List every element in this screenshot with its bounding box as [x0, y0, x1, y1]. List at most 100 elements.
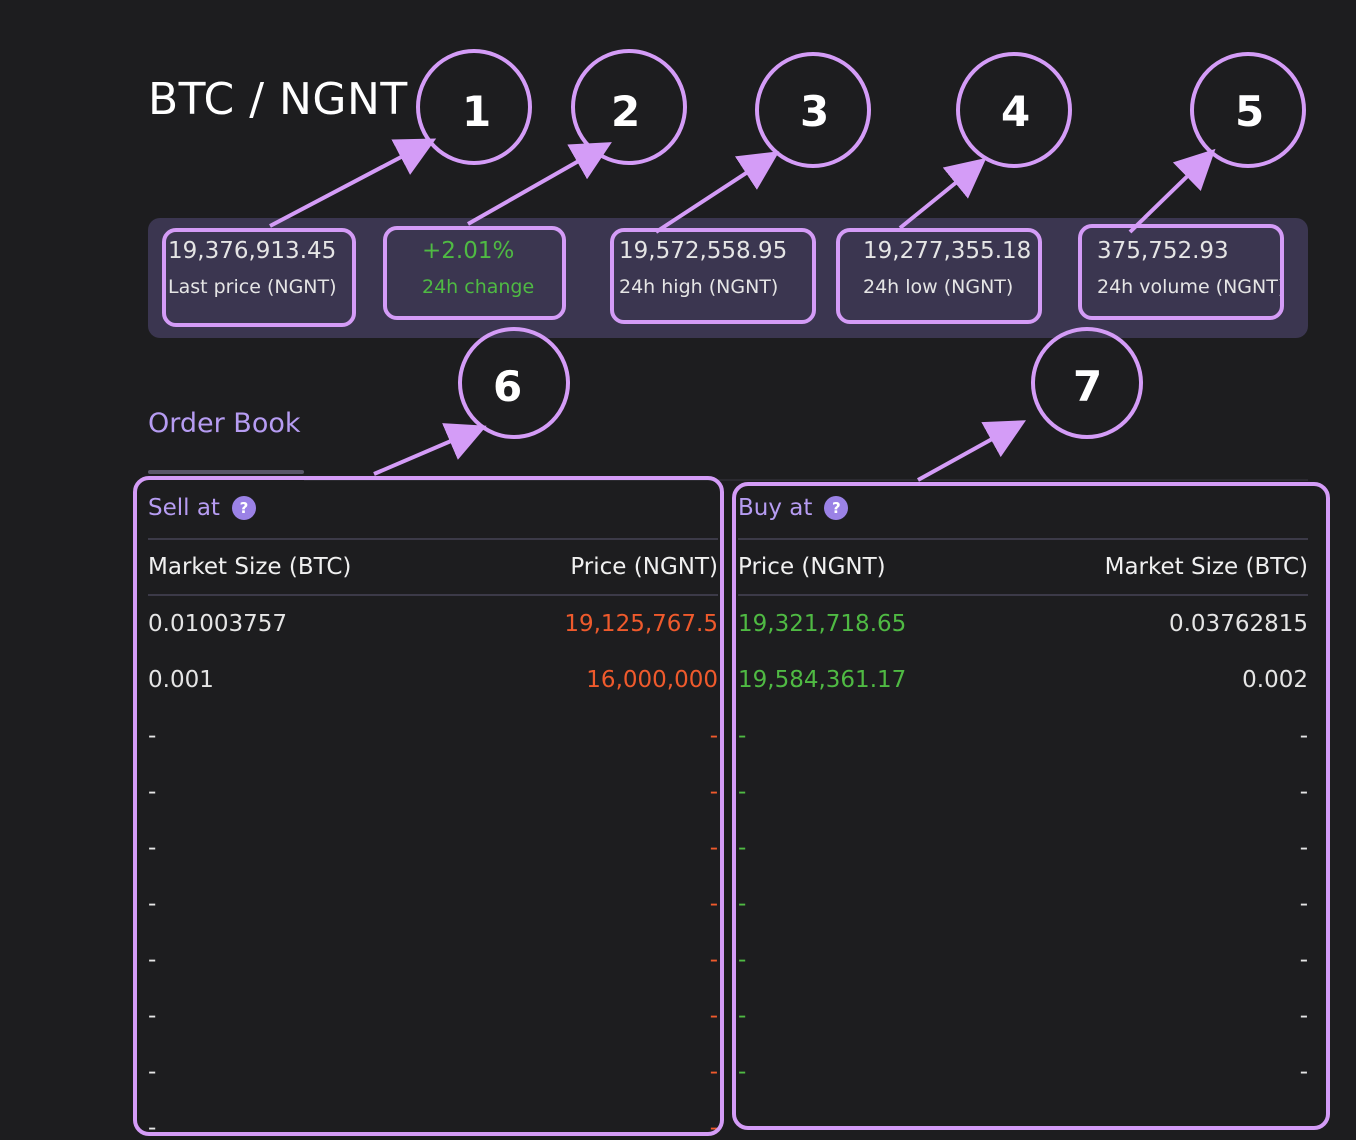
buy-row[interactable]: -- [738, 708, 1308, 764]
price-cell: - [709, 1115, 718, 1140]
price-cell: - [709, 891, 718, 917]
size-cell: - [1299, 835, 1308, 861]
stat-value: +2.01% [422, 238, 515, 264]
annotation-arrow [917, 420, 1027, 482]
sell-row[interactable]: -- [148, 764, 718, 820]
annotation-number: 6 [493, 362, 522, 411]
stat-label: 24h volume (NGNT) [1097, 276, 1286, 298]
buy-title-text: Buy at [738, 495, 813, 521]
buy-order-book: Buy at ? Price (NGNT) Market Size (BTC) … [738, 490, 1308, 1100]
stat-24h-high: 19,572,558.95 24h high (NGNT) [619, 238, 787, 298]
stat-label: 24h high (NGNT) [619, 276, 779, 298]
sell-title-text: Sell at [148, 495, 220, 521]
price-cell: - [709, 835, 718, 861]
size-cell: 0.001 [148, 667, 214, 693]
stat-24h-volume: 375,752.93 24h volume (NGNT) [1097, 238, 1285, 298]
stat-value: 19,572,558.95 [619, 238, 788, 264]
buy-column-headers: Price (NGNT) Market Size (BTC) [738, 540, 1308, 594]
price-cell: 19,584,361.17 [738, 667, 907, 693]
buy-row[interactable]: 19,584,361.17 0.002 [738, 652, 1308, 708]
buy-rows: 19,321,718.65 0.03762815 19,584,361.17 0.0… [738, 596, 1308, 1100]
size-cell: - [148, 779, 157, 805]
annotation-circle [956, 52, 1072, 168]
price-cell: - [738, 1003, 747, 1029]
price-cell: - [738, 947, 747, 973]
annotation-arrow [467, 142, 612, 226]
size-cell: - [148, 947, 157, 973]
buy-row[interactable]: -- [738, 820, 1308, 876]
size-cell: 0.002 [1242, 667, 1308, 693]
sell-row[interactable]: -- [148, 1044, 718, 1100]
annotation-circle [755, 52, 871, 168]
annotation-number: 5 [1235, 87, 1264, 136]
annotation-number: 4 [1001, 87, 1030, 136]
price-cell: 16,000,000 [586, 667, 718, 693]
size-cell: - [148, 1059, 157, 1085]
question-icon[interactable]: ? [824, 496, 849, 520]
buy-row[interactable]: 19,321,718.65 0.03762815 [738, 596, 1308, 652]
stat-value: 19,376,913.45 [168, 238, 337, 264]
annotation-number: 7 [1073, 362, 1102, 411]
annotation-arrow [269, 138, 437, 228]
stat-value: 375,752.93 [1097, 238, 1229, 264]
price-cell: 19,321,718.65 [738, 611, 907, 637]
size-cell: 0.03762815 [1168, 611, 1308, 637]
price-cell: - [738, 779, 747, 805]
tab-order-book[interactable]: Order Book [148, 408, 301, 439]
size-cell: - [1299, 779, 1308, 805]
sell-row[interactable]: -- [148, 1100, 718, 1140]
price-cell: - [738, 723, 747, 749]
buy-row[interactable]: -- [738, 764, 1308, 820]
size-cell: - [1299, 891, 1308, 917]
price-cell: - [738, 835, 747, 861]
size-cell: - [148, 1003, 157, 1029]
sell-row[interactable]: 0.01003757 19,125,767.5 [148, 596, 718, 652]
sell-row[interactable]: -- [148, 820, 718, 876]
sell-row[interactable]: -- [148, 708, 718, 764]
sell-row[interactable]: -- [148, 876, 718, 932]
annotation-number: 3 [800, 87, 829, 136]
sell-row[interactable]: -- [148, 932, 718, 988]
buy-row[interactable]: -- [738, 876, 1308, 932]
size-cell: 0.01003757 [148, 611, 288, 637]
stat-value: 19,277,355.18 [863, 238, 1032, 264]
size-cell: - [1299, 1003, 1308, 1029]
market-stats-bar: 19,376,913.45 Last price (NGNT) +2.01% 2… [148, 218, 1308, 338]
stat-label: 24h low (NGNT) [863, 276, 1014, 298]
price-cell: - [709, 779, 718, 805]
price-cell: - [709, 723, 718, 749]
sell-order-book: Sell at ? Market Size (BTC) Price (NGNT)… [148, 490, 718, 1140]
price-cell: - [738, 891, 747, 917]
buy-section-title: Buy at ? [738, 490, 1308, 526]
size-cell: - [1299, 723, 1308, 749]
question-icon[interactable]: ? [231, 496, 256, 520]
column-header-market-size: Market Size (BTC) [148, 554, 352, 580]
annotation-number: 1 [462, 87, 491, 136]
column-header-price: Price (NGNT) [738, 554, 886, 580]
column-header-price: Price (NGNT) [570, 554, 718, 580]
active-tab-indicator [148, 470, 304, 474]
buy-row[interactable]: -- [738, 1044, 1308, 1100]
size-cell: - [148, 835, 157, 861]
buy-row[interactable]: -- [738, 988, 1308, 1044]
annotation-circle [458, 327, 570, 439]
annotation-arrow [373, 423, 487, 476]
size-cell: - [148, 1115, 157, 1140]
stat-24h-change: +2.01% 24h change [422, 238, 534, 298]
annotation-circle [571, 49, 687, 165]
price-cell: 19,125,767.5 [564, 611, 718, 637]
size-cell: - [148, 723, 157, 749]
sell-row[interactable]: 0.001 16,000,000 [148, 652, 718, 708]
page-title: BTC / NGNT [148, 74, 408, 125]
price-cell: - [738, 1059, 747, 1085]
stat-last-price: 19,376,913.45 Last price (NGNT) [168, 238, 337, 298]
annotation-circle [1190, 52, 1306, 168]
buy-row[interactable]: -- [738, 932, 1308, 988]
column-header-market-size: Market Size (BTC) [1104, 554, 1308, 580]
sell-section-title: Sell at ? [148, 490, 718, 526]
size-cell: - [1299, 1059, 1308, 1085]
stat-label: 24h change [422, 276, 535, 298]
sell-row[interactable]: -- [148, 988, 718, 1044]
size-cell: - [148, 891, 157, 917]
